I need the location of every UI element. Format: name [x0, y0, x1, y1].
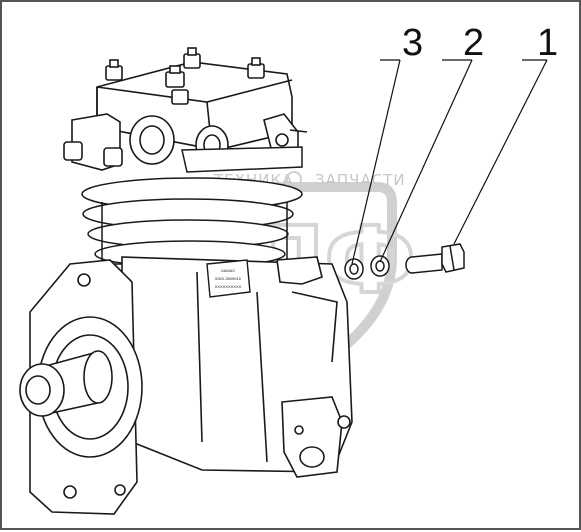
leader-lines [351, 59, 548, 265]
drive-shaft [19, 350, 113, 417]
nameplate: КАМАЗ 5320-3509015 ХХХХХХХХХХ [206, 259, 251, 298]
bolt-shank [411, 253, 443, 274]
bolt-head [441, 243, 465, 273]
mounting-boss [276, 256, 323, 285]
cylinder-block [81, 146, 303, 268]
leader-2 [379, 59, 473, 263]
leader-1 [453, 59, 548, 245]
callout-2: 2 [463, 22, 484, 64]
nameplate-line-3: ХХХХХХХХХХ [215, 284, 242, 289]
nameplate-line-2: 5320-3509015 [215, 276, 242, 281]
cylinder-head [63, 47, 308, 171]
gear-icon [286, 171, 302, 187]
head-bolts [105, 47, 265, 105]
exploded-hardware [344, 243, 465, 280]
callout-1: 1 [537, 22, 558, 64]
callout-3: 3 [402, 22, 423, 64]
leader-3 [351, 59, 401, 265]
nameplate-line-1: КАМАЗ [221, 268, 235, 273]
crankcase [121, 256, 353, 478]
watermark-text-right: ЗАПЧАСТИ [315, 171, 406, 189]
